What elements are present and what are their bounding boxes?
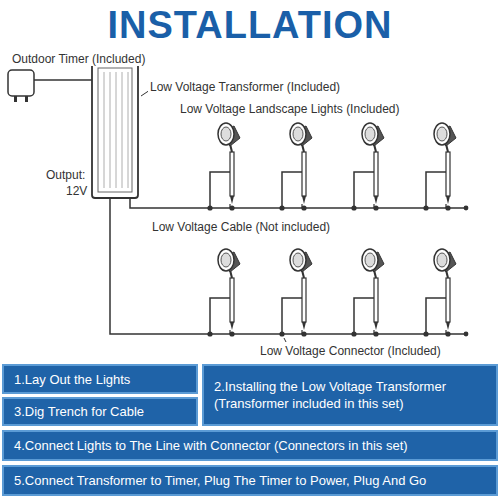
step-text: 2.Installing the Low Voltage Transformer [214,378,486,395]
landscape-light [279,123,312,211]
step-text: 5.Connect Transformer to Timer, Plug The… [14,472,486,489]
landscape-light [207,249,240,337]
callout-label: Low Voltage Connector (Included) [258,344,443,358]
landscape-light [207,123,240,211]
leader-line [284,338,286,342]
step-box: 3.Dig Trench for Cable [2,397,198,426]
step-text: 4.Connect Lights to The Line with Connec… [14,437,486,454]
landscape-light [423,249,456,337]
step-box: 2.Installing the Low Voltage Transformer… [202,364,498,426]
landscape-light [351,249,384,337]
step-box: 4.Connect Lights to The Line with Connec… [2,430,498,461]
callout-label: Outdoor Timer (Included) [10,52,147,66]
step-text: (Transformer included in this set) [214,395,486,412]
landscape-light [351,123,384,211]
power-cord [34,79,92,81]
step-text: 1.Lay Out the Lights [14,371,186,388]
step-box: 5.Connect Transformer to Timer, Plug The… [2,465,498,496]
landscape-light [423,123,456,211]
callout-label: Output: [44,168,87,182]
cable-line [130,198,466,208]
transformer-icon [92,62,138,198]
callout-label: Low Voltage Cable (Not included) [150,220,332,234]
timer-icon [8,70,34,96]
step-text: 3.Dig Trench for Cable [14,403,186,420]
landscape-light [279,249,312,337]
step-box: 1.Lay Out the Lights [2,364,198,394]
cable-line [110,198,466,334]
callout-label: Low Voltage Transformer (Included) [148,80,342,94]
page-title: INSTALLATION [0,4,500,47]
callout-label: Low Voltage Landscape Lights (Included) [178,102,402,116]
callout-label: 12V [64,184,89,198]
